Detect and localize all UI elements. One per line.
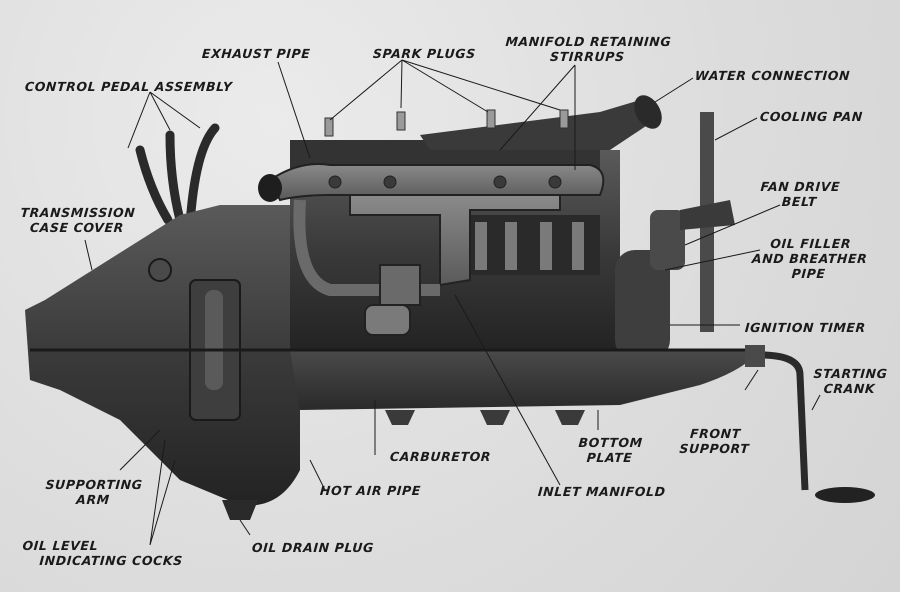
label-manifold-retaining-stirrups: MANIFOLD RETAINING STIRRUPS xyxy=(504,34,672,64)
label-inlet-manifold: INLET MANIFOLD xyxy=(537,484,667,499)
label-line: STARTING xyxy=(813,366,889,381)
label-spark-plugs: SPARK PLUGS xyxy=(372,46,477,61)
label-transmission-case-cover: TRANSMISSION CASE COVER xyxy=(19,205,136,235)
spark-plugs xyxy=(324,109,569,137)
label-line: CRANK xyxy=(823,381,876,396)
label-line: MANIFOLD RETAINING xyxy=(505,34,672,49)
label-line: SUPPORT xyxy=(678,441,750,456)
label-bottom-plate: BOTTOM PLATE xyxy=(577,435,643,465)
label-water-connection: WATER CONNECTION xyxy=(694,68,851,83)
label-line: FRONT xyxy=(689,426,742,441)
label-cooling-pan: COOLING PAN xyxy=(759,109,864,124)
label-line: FAN DRIVE xyxy=(760,179,841,194)
label-line: PLATE xyxy=(586,450,633,465)
label-oil-drain-plug: OIL DRAIN PLUG xyxy=(251,540,375,555)
label-line: AND BREATHER xyxy=(751,251,868,266)
control-pedals xyxy=(135,123,220,230)
label-line: BELT xyxy=(781,194,818,209)
label-line: INDICATING COCKS xyxy=(38,553,184,568)
label-ignition-timer: IGNITION TIMER xyxy=(744,320,867,335)
label-supporting-arm: SUPPORTING ARM xyxy=(44,477,143,507)
label-control-pedal-assembly: CONTROL PEDAL ASSEMBLY xyxy=(24,79,233,94)
label-line: PIPE xyxy=(791,266,827,281)
label-line: BOTTOM xyxy=(578,435,644,450)
label-oil-filler-breather-pipe: OIL FILLER AND BREATHER PIPE xyxy=(750,236,869,281)
label-line: OIL FILLER xyxy=(769,236,852,251)
label-starting-crank: STARTING CRANK xyxy=(812,366,888,396)
inlet-manifold xyxy=(349,194,561,287)
label-exhaust-pipe: EXHAUST PIPE xyxy=(201,46,312,61)
starting-crank xyxy=(759,351,809,491)
oil-pan xyxy=(290,350,760,410)
label-line: STIRRUPS xyxy=(549,49,626,64)
label-line: CASE COVER xyxy=(29,220,125,235)
label-line: SUPPORTING xyxy=(45,477,144,492)
label-oil-level-indicating-cocks: OIL LEVEL INDICATING COCKS xyxy=(21,538,184,568)
label-carburetor: CARBURETOR xyxy=(389,449,492,464)
label-fan-drive-belt: FAN DRIVE BELT xyxy=(759,179,841,209)
label-line: TRANSMISSION xyxy=(20,205,136,220)
label-front-support: FRONT SUPPORT xyxy=(679,426,751,456)
label-line: ARM xyxy=(75,492,111,507)
exhaust-manifold xyxy=(268,163,605,202)
label-hot-air-pipe: HOT AIR PIPE xyxy=(319,483,422,498)
leader-lines xyxy=(84,59,821,546)
label-line: OIL LEVEL xyxy=(22,538,99,553)
